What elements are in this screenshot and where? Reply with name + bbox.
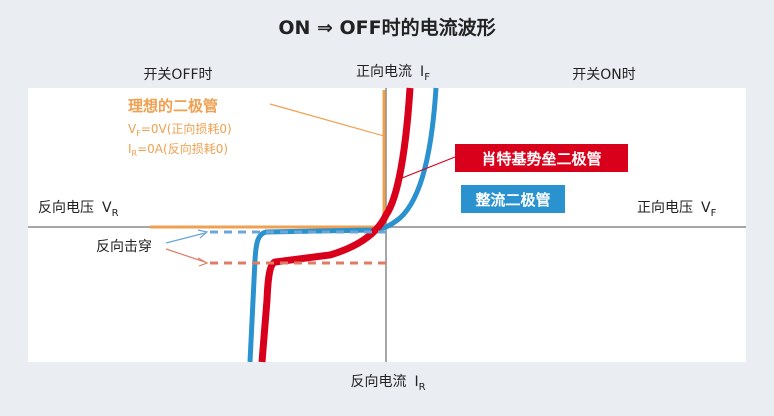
off-state-label: 开关OFF时	[143, 67, 212, 83]
rectifier-diode-curve	[247, 87, 439, 363]
breakdown-arrow-schottky	[165, 248, 206, 263]
breakdown-arrowhead-schottky	[197, 257, 209, 267]
ideal-diode-note-vf: VF=0V(正向损耗0)	[128, 121, 232, 138]
diagram-title: ON ⇒ OFF时的电流波形	[278, 16, 495, 39]
on-state-label: 开关ON时	[572, 67, 636, 83]
ideal-diode-leader	[269, 103, 385, 137]
reverse-breakdown-label: 反向击穿	[96, 239, 152, 255]
schottky-badge	[455, 144, 628, 172]
ideal-diode-note-ir: IR=0A(反向损耗0)	[128, 141, 228, 158]
rectifier-badge-label: 整流二极管	[475, 191, 550, 209]
breakdown-arrowhead-rectifier	[197, 229, 209, 239]
schottky-leader	[401, 156, 456, 179]
breakdown-arrow-rectifier	[165, 232, 206, 244]
schottky-badge-label: 肖特基势垒二极管	[481, 150, 601, 168]
ideal-diode-title: 理想的二极管	[128, 97, 218, 115]
rectifier-badge	[461, 185, 565, 213]
